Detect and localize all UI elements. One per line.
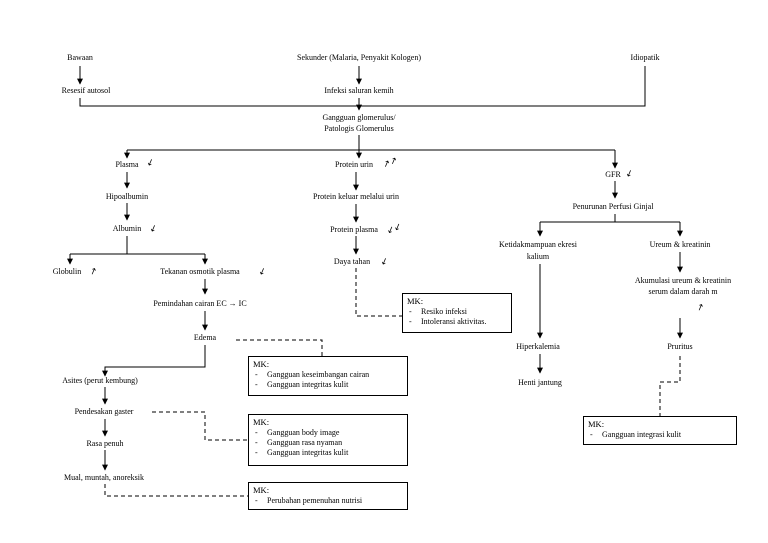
mk-item: Gangguan keseimbangan cairan xyxy=(253,370,403,380)
node-akumulasi-ureum: Akumulasi ureum & kreatinin xyxy=(634,276,732,285)
mk-item: Intoleransi aktivitas. xyxy=(407,317,507,327)
mk-item: Perubahan pemenuhan nutrisi xyxy=(253,496,403,506)
node-ureum-kreatinin: Ureum & kreatinin xyxy=(649,240,711,249)
node-protein-plasma: Protein plasma xyxy=(330,225,378,234)
node-penurunan-perfusi: Penurunan Perfusi Ginjal xyxy=(572,202,654,211)
mk-item: Gangguan body image xyxy=(253,428,403,438)
node-gfr: GFR xyxy=(605,170,621,179)
node-pendesakan-gaster: Pendesakan gaster xyxy=(74,407,134,416)
node-hiperkalemia: Hiperkalemia xyxy=(516,342,560,351)
node-edema: Edema xyxy=(193,333,217,342)
mk-box-title: MK: xyxy=(588,419,605,429)
node-pemindahan-cairan: Pemindahan cairan EC → IC xyxy=(153,299,247,308)
node-albumin: Albumin xyxy=(112,224,142,233)
mk-item: Gangguan integritas kulit xyxy=(253,448,403,458)
node-gangguan-glomerulus: Gangguan glomerulus/ xyxy=(322,113,396,122)
mk-box-cairan: MK: Gangguan keseimbangan cairan Ganggua… xyxy=(248,356,408,396)
mk-box-title: MK: xyxy=(253,485,270,495)
mk-box-title: MK: xyxy=(253,359,270,369)
node-idiopatik: Idiopatik xyxy=(630,53,660,62)
node-daya-tahan: Daya tahan xyxy=(333,257,371,266)
node-pruritus: Pruritus xyxy=(667,342,693,351)
node-kalium: kalium xyxy=(526,252,550,261)
mk-box-infeksi: MK: Resiko infeksi Intoleransi aktivitas… xyxy=(402,293,512,333)
node-infeksi-saluran-kemih: Infeksi saluran kemih xyxy=(324,86,394,95)
node-tekanan-osmotik: Tekanan osmotik plasma xyxy=(160,267,240,276)
mk-box-title: MK: xyxy=(253,417,270,427)
node-asites: Asites (perut kembung) xyxy=(62,376,138,385)
node-rasa-penuh: Rasa penuh xyxy=(86,439,124,448)
mk-box-nutrisi: MK: Perubahan pemenuhan nutrisi xyxy=(248,482,408,510)
mk-box-kulit: MK: Gangguan integrasi kulit xyxy=(583,416,737,445)
node-protein-urin: Protein urin xyxy=(335,160,373,169)
mk-item: Gangguan rasa nyaman xyxy=(253,438,403,448)
node-globulin: Globulin xyxy=(52,267,82,276)
node-protein-keluar: Protein keluar melalui urin xyxy=(313,192,399,201)
node-henti-jantung: Henti jantung xyxy=(518,378,562,387)
mk-item: Gangguan integritas kulit xyxy=(253,380,403,390)
node-resesif-autosol: Resesif autosol xyxy=(61,86,111,95)
node-patologis-glomerulus: Patologis Glomerulus xyxy=(324,124,394,133)
node-hipoalbumin: Hipoalbumin xyxy=(105,192,149,201)
node-plasma: Plasma xyxy=(115,160,139,169)
node-serum-dalam-darah: serum dalam darah m xyxy=(648,287,718,296)
mk-item: Resiko infeksi xyxy=(407,307,507,317)
node-sekunder: Sekunder (Malaria, Penyakit Kologen) xyxy=(297,53,421,62)
mk-box-body-image: MK: Gangguan body image Gangguan rasa ny… xyxy=(248,414,408,466)
node-bawaan: Bawaan xyxy=(67,53,93,62)
node-ketidakmampuan-ekresi: Ketidakmampuan ekresi xyxy=(499,240,577,249)
node-mual-muntah: Mual, muntah, anoreksik xyxy=(64,473,144,482)
mk-box-title: MK: xyxy=(407,296,424,306)
mk-item: Gangguan integrasi kulit xyxy=(588,430,732,440)
